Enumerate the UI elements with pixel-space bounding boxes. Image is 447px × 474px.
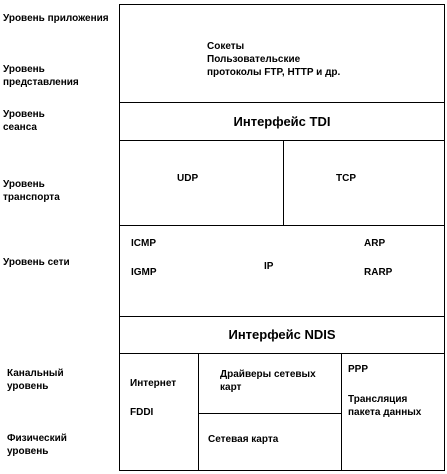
ppp-label: PPP — [348, 364, 369, 375]
network-card-label: Сетевая карта — [208, 434, 279, 445]
level-label-transport: Уровень транспорта — [3, 179, 60, 203]
level-label-presentation: Уровень представления — [3, 64, 79, 88]
level-label-datalink: Канальный уровень — [7, 368, 64, 392]
ndis-interface-label: Интерфейс NDIS — [228, 327, 336, 342]
network-card-drivers-label: Драйверы сетевых карт — [220, 369, 316, 393]
network-card-block — [198, 413, 342, 471]
arp-label: ARP — [364, 238, 386, 249]
level-label-physical: Физический уровень — [7, 433, 67, 457]
icmp-label: ICMP — [131, 238, 156, 249]
ip-label: IP — [264, 261, 274, 272]
internet-label: Интернет — [130, 378, 177, 389]
tdi-interface-block — [119, 102, 445, 141]
level-label-network: Уровень сети — [3, 257, 70, 268]
rarp-label: RARP — [364, 267, 393, 278]
fddi-label: FDDI — [130, 407, 154, 418]
ppp-block — [341, 353, 445, 471]
tcp-label: TCP — [336, 173, 356, 184]
igmp-label: IGMP — [131, 267, 157, 278]
level-label-session: Уровень сеанса — [3, 109, 45, 133]
network-block — [119, 225, 445, 317]
tcp-block — [283, 140, 445, 226]
application-block — [119, 4, 445, 103]
level-label-application: Уровень приложения — [3, 13, 109, 24]
udp-label: UDP — [177, 173, 199, 184]
tdi-interface-label: Интерфейс TDI — [233, 114, 331, 129]
udp-block — [119, 140, 284, 226]
packet-translation-label: Трансляция пакета данных — [348, 394, 422, 418]
application-block-text: Сокеты Пользовательские протоколы FTP, H… — [207, 41, 341, 78]
